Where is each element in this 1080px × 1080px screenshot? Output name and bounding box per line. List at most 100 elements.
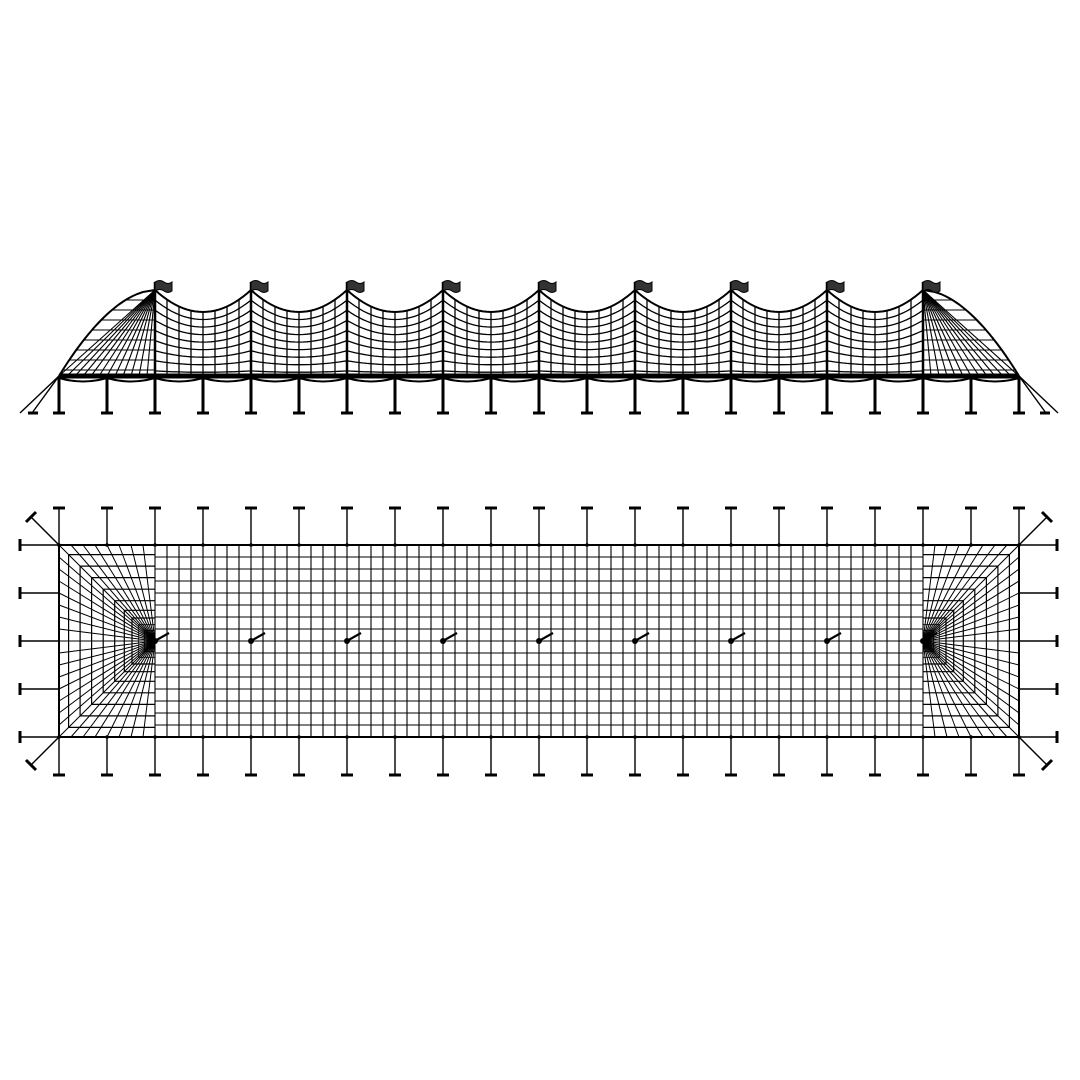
side-pole: [537, 735, 541, 739]
guy-line: [19, 375, 60, 414]
radial-seam: [70, 640, 156, 738]
side-pole: [345, 735, 349, 739]
side-pole: [729, 735, 733, 739]
canopy-radial-seam: [922, 289, 964, 377]
side-pole: [297, 735, 301, 739]
valance-scallop: [826, 377, 876, 383]
radial-seam: [922, 640, 1020, 702]
side-pole: [777, 735, 781, 739]
side-pole: [777, 543, 781, 547]
canopy-radial-seam: [146, 289, 156, 377]
concentric-seam: [90, 576, 155, 706]
concentric-seam: [923, 576, 988, 706]
tent-elevation-view: [19, 280, 1059, 415]
side-pole: [633, 735, 637, 739]
flag-icon: [154, 280, 173, 293]
canopy-radial-seam: [922, 289, 1020, 377]
radial-seam: [922, 568, 1020, 642]
valance-scallop: [730, 377, 780, 383]
radial-seam: [922, 580, 1020, 642]
canopy-seam: [826, 289, 924, 314]
radial-seam: [94, 640, 156, 738]
canopy-radial-seam: [138, 289, 156, 377]
flag-icon: [346, 280, 365, 293]
valance-scallop: [970, 377, 1020, 383]
side-pole: [105, 543, 109, 547]
guy-line: [1018, 375, 1059, 414]
stake-icon: [24, 510, 38, 524]
side-pole: [297, 543, 301, 547]
side-pole: [969, 543, 973, 547]
radial-seam: [922, 556, 1020, 642]
radial-seam: [922, 640, 996, 738]
radial-seam: [922, 640, 1008, 738]
canopy-bay: [730, 289, 828, 376]
concentric-seam: [67, 553, 155, 729]
radial-seam: [922, 544, 1020, 642]
concentric-seam: [923, 600, 964, 682]
king-pole-marker: [152, 632, 170, 643]
flag-icon: [250, 280, 269, 293]
canopy-radial-seam: [66, 289, 156, 377]
corner-guy-line: [1018, 516, 1048, 546]
canopy-edge: [58, 289, 156, 377]
concentric-seam: [923, 633, 931, 649]
concentric-seam: [123, 609, 155, 673]
valance-scallop: [778, 377, 828, 383]
canopy-radial-seam: [922, 289, 932, 377]
radial-seam: [922, 544, 1008, 642]
side-pole: [105, 735, 109, 739]
side-pole: [921, 735, 925, 739]
radial-seam: [922, 640, 984, 738]
flag-icon: [826, 280, 845, 293]
king-pole-marker: [248, 632, 266, 643]
concentric-seam: [923, 609, 955, 673]
valance-scallop: [202, 377, 252, 383]
canopy-radial-seam: [82, 289, 156, 377]
side-pole: [489, 735, 493, 739]
side-pole: [201, 735, 205, 739]
side-pole: [393, 735, 397, 739]
stake-icon: [24, 758, 38, 772]
flag-icon: [634, 280, 653, 293]
side-pole: [537, 543, 541, 547]
canopy-edge: [922, 289, 1020, 377]
corner-guy-line: [30, 516, 60, 546]
valance-scallop: [922, 377, 972, 383]
side-pole: [345, 543, 349, 547]
side-pole: [201, 543, 205, 547]
flag-icon: [730, 280, 749, 293]
valance-scallop: [154, 377, 204, 383]
canopy-radial-seam: [98, 289, 156, 377]
canopy-seam: [634, 289, 732, 314]
side-pole: [873, 543, 877, 547]
tent-plan-view: [18, 506, 1059, 777]
radial-seam: [58, 556, 156, 642]
valance-scallop: [298, 377, 348, 383]
concentric-seam: [923, 565, 999, 717]
side-pole: [441, 543, 445, 547]
valance-scallop: [346, 377, 396, 383]
concentric-seam: [923, 553, 1011, 729]
concentric-seam: [131, 617, 155, 665]
valance-scallop: [58, 377, 108, 383]
valance-scallop: [490, 377, 540, 383]
concentric-seam: [923, 630, 934, 652]
radial-seam: [922, 640, 1020, 726]
radial-seam: [82, 640, 156, 738]
canopy-radial-seam: [922, 289, 948, 377]
concentric-seam: [923, 624, 940, 658]
roof-end-left: [58, 544, 156, 738]
canopy-seam: [154, 289, 252, 314]
radial-seam: [922, 544, 984, 642]
side-pole: [153, 543, 157, 547]
stake-icon: [1040, 510, 1054, 524]
flag-icon: [538, 280, 557, 293]
side-pole: [585, 735, 589, 739]
concentric-seam: [79, 565, 155, 717]
guy-line: [1018, 375, 1047, 414]
canopy-bay: [154, 289, 252, 376]
valance-scallop: [586, 377, 636, 383]
stake-icon: [1040, 758, 1054, 772]
canopy-radial-seam: [74, 289, 156, 377]
